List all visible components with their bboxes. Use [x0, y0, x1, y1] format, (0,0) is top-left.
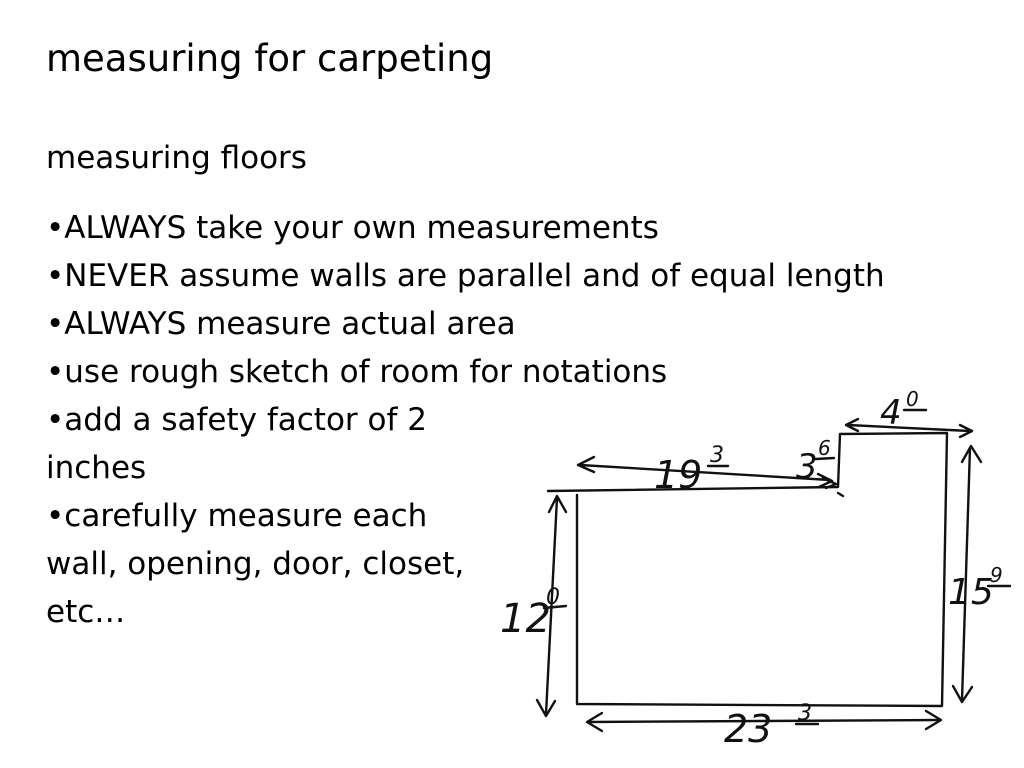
dim-label-right: 15	[948, 572, 994, 613]
dim-line-left	[544, 496, 559, 716]
dim-sup-top-short: 0	[906, 387, 919, 411]
dim-sup-top-long: 3	[710, 443, 724, 468]
dim-line-right	[960, 446, 972, 702]
arrowhead	[951, 684, 974, 704]
room-sketch: 19 3 3 6 4 0 12 0 15 9 23 3	[500, 387, 1012, 751]
arrowhead	[576, 455, 596, 474]
slide-title: measuring for carpeting	[46, 37, 494, 80]
room-outline	[546, 431, 949, 708]
dim-label-step: 3	[796, 447, 818, 487]
dim-sup-left: 0	[546, 585, 560, 610]
dim-line-bottom	[586, 718, 942, 724]
dim-sup-step: 6	[818, 436, 831, 460]
bullet-item: •add a safety factor of 2 inches	[46, 402, 427, 486]
dim-label-left: 12	[500, 596, 551, 642]
bullet-item: •NEVER assume walls are parallel and of …	[46, 258, 885, 294]
arrowhead	[924, 709, 943, 731]
arrowhead	[958, 423, 974, 439]
arrowhead	[960, 444, 983, 464]
dim-sup-bottom: 3	[798, 701, 812, 726]
bullet-list: •ALWAYS take your own measurements •NEVE…	[46, 204, 986, 636]
bullet-item: •ALWAYS measure actual area	[46, 306, 516, 342]
slide-subtitle: measuring floors	[46, 140, 307, 176]
arrowhead	[844, 417, 860, 433]
bullet-item: •use rough sketch of room for notations	[46, 354, 668, 390]
dim-line-top-long	[578, 463, 832, 482]
dim-label-bottom: 23	[724, 707, 772, 751]
arrowhead	[585, 711, 604, 733]
dim-line-top-short	[846, 423, 972, 433]
dim-sup-right: 9	[990, 563, 1003, 587]
arrowhead	[535, 698, 557, 718]
dim-label-top-short: 4	[880, 393, 902, 433]
dim-label-top-long: 19	[654, 453, 702, 497]
bullet-item: •ALWAYS take your own measurements	[46, 210, 659, 246]
bullet-item: •carefully measure each wall, opening, d…	[46, 498, 465, 630]
arrowhead	[547, 494, 568, 514]
